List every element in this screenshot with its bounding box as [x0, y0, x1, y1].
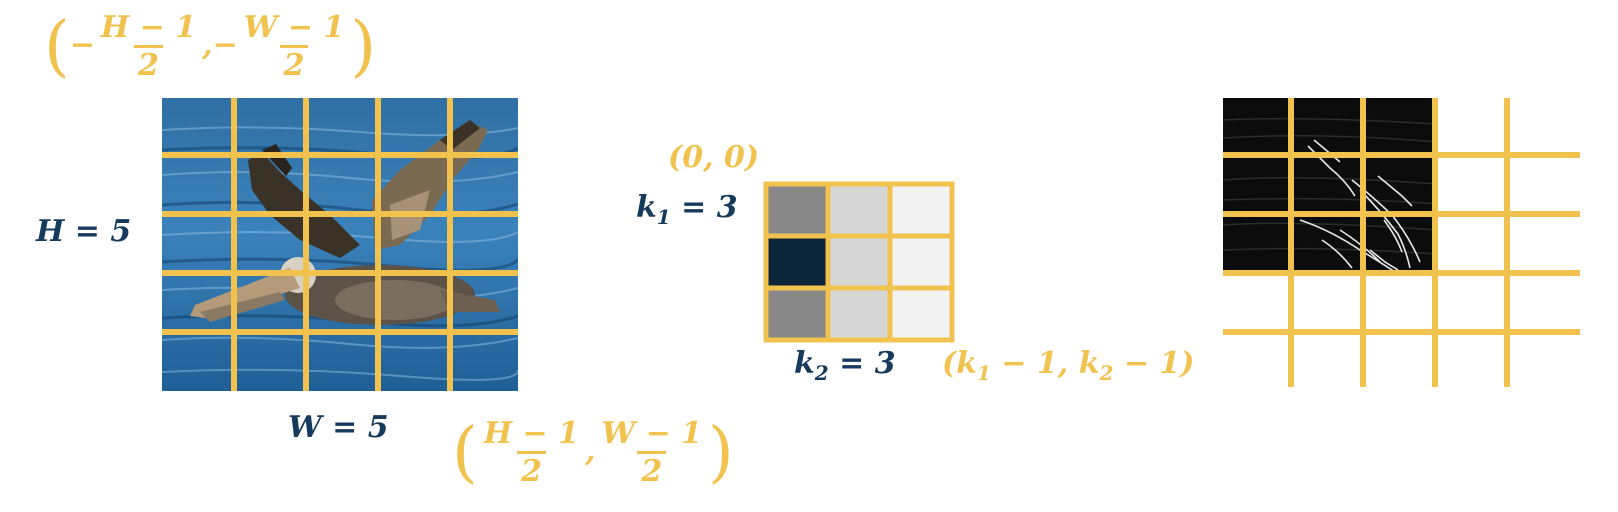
kernel [763, 181, 955, 343]
kernel-cell [825, 233, 893, 291]
kernel-origin-label: (0, 0) [668, 140, 760, 175]
kernel-k2-label: k2 = 3 [794, 346, 896, 385]
kernel-cell [825, 285, 893, 343]
input-photo [162, 98, 518, 391]
image-height-label: H = 5 [36, 214, 132, 249]
kernel-cell [887, 181, 955, 239]
kernel-cell [887, 233, 955, 291]
output-edge-map [1223, 98, 1437, 272]
kernel-cell [763, 285, 831, 343]
kernel-cell [887, 285, 955, 343]
kernel-cell [763, 181, 831, 239]
kernel-cell [825, 181, 893, 239]
output-grid [1223, 98, 1580, 387]
kernel-k1-label: k1 = 3 [636, 190, 738, 229]
input-grid [162, 98, 518, 391]
kernel-end-label: (k1 − 1, k2 − 1) [942, 346, 1195, 385]
image-width-label: W = 5 [288, 410, 389, 445]
kernel-cell [763, 233, 831, 291]
